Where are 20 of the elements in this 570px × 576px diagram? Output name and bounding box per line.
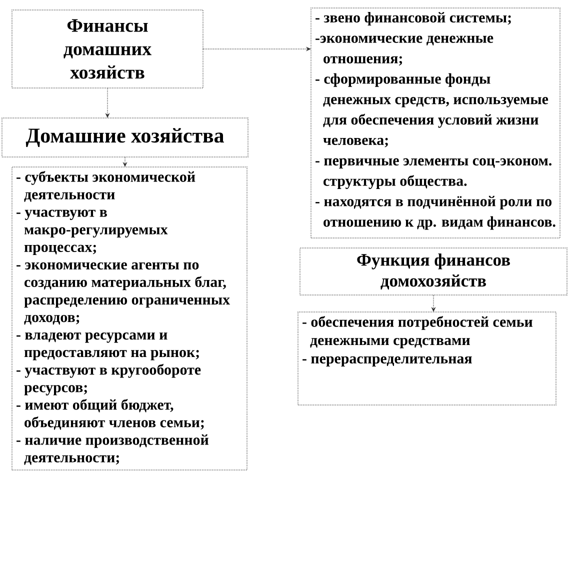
list-item: -экономические денежные отношения; (316, 36, 494, 66)
list-item: - обеспечения потребностей семьи денежными средствами (302, 316, 532, 348)
list-item: - звено финансовой системы; (316, 12, 511, 26)
heading-box: Функция финансов домохозяйств (300, 248, 568, 296)
list-item: - субъекты экономической деятельности (16, 171, 196, 202)
text-box (12, 166, 248, 470)
list-item: - первичные элементы соц-эконом. структуры общества. (316, 158, 552, 189)
list-item: - участвуют в макро-регулируемых процессах; (16, 210, 168, 256)
list-item: - перераспределительная (302, 356, 472, 367)
heading-box: Домашние хозяйства (2, 118, 248, 158)
list-item: - находятся в подчинённой роли по отношению к др. видам финансов. (316, 196, 556, 230)
list-item: - сформированные фонды денежных средств, используемые для обеспечения условий жизни человека; (316, 73, 548, 148)
list-item: - владеют ресурсами и предоставляют на рынок; (16, 332, 199, 360)
text-box (310, 8, 560, 238)
list-item: - наличие производственной деятельности; (16, 434, 208, 465)
list-item: - участвуют в кругообороте ресурсов; (16, 364, 201, 396)
list-item: - экономические агенты по созданию материальных благ, распределению ограниченных доходов; (16, 262, 230, 325)
heading-box: Финансы домашних хозяйств (12, 10, 204, 88)
text-box (298, 312, 556, 406)
list-item: - имеют общий бюджет, объединяют членов семьи; (16, 398, 204, 430)
